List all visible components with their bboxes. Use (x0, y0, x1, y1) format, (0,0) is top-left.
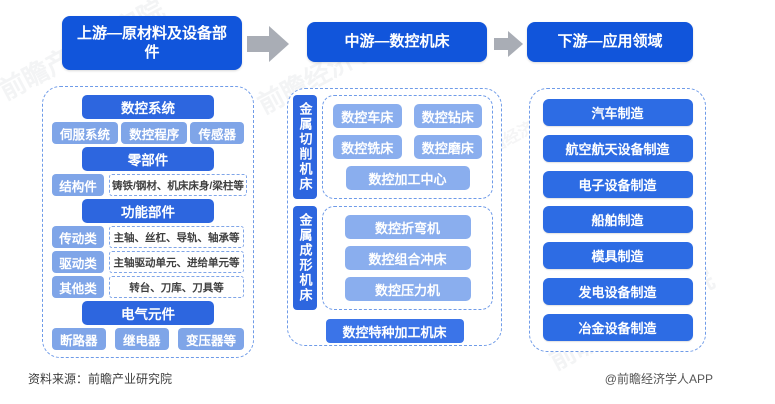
chip-cnc-grinder: 数控磨床 (413, 135, 482, 159)
functional-row: 其他类 转台、刀库、刀具等 (52, 276, 244, 298)
electrical-chips: 断路器 继电器 变压器等 (52, 328, 244, 350)
source-note: 资料来源：前瞻产业研究院 (28, 372, 173, 386)
metal-forming-group: 金属成形机床 数控折弯机 数控组合冲床 数控压力机 (293, 206, 493, 310)
chip-power-equipment: 发电设备制造 (542, 278, 693, 306)
arrow-right-icon (494, 31, 523, 57)
chip-cnc-lathe: 数控车床 (333, 104, 402, 128)
arrow-bar (247, 36, 269, 52)
row-label-structural: 结构件 (52, 174, 104, 196)
cnc-system-chips: 伺服系统 数控程序 传感器 (52, 122, 244, 144)
functional-row: 驱动类 主轴驱动单元、进给单元等 (52, 251, 244, 273)
metal-cutting-group: 金属切削机床 数控车床 数控钻床 数控铣床 数控磨床 数控加工中心 (293, 95, 493, 199)
arrow-tip (269, 26, 289, 62)
chip-auto-manufacturing: 汽车制造 (542, 99, 693, 126)
chip-cnc-press: 数控压力机 (344, 277, 471, 301)
downstream-panel: 汽车制造 航空航天设备制造 电子设备制造 船舶制造 模具制造 发电设备制造 冶金… (529, 88, 706, 352)
chip-sensor: 传感器 (190, 122, 244, 144)
vertical-label-metal-forming: 金属成形机床 (293, 206, 317, 310)
parts-row: 结构件 铸铁/钢材、机床床身/梁柱等 (52, 174, 247, 196)
upstream-header: 上游—原材料及设备部件 (62, 16, 242, 70)
row-desc-structural: 铸铁/钢材、机床床身/梁柱等 (109, 174, 247, 196)
row-desc-other: 转台、刀库、刀具等 (109, 276, 244, 298)
upstream-panel: 数控系统 伺服系统 数控程序 传感器 零部件 结构件 铸铁/钢材、机床床身/梁柱… (42, 86, 254, 358)
chip-circuit-breaker: 断路器 (52, 328, 106, 350)
chip-relay: 继电器 (114, 328, 169, 350)
arrow-tip (508, 31, 523, 57)
midstream-panel: 金属切削机床 数控车床 数控钻床 数控铣床 数控磨床 数控加工中心 金属成形机床… (287, 88, 502, 346)
chip-mold-manufacturing: 模具制造 (542, 242, 693, 270)
chip-machining-center: 数控加工中心 (345, 166, 470, 190)
metal-forming-box: 数控折弯机 数控组合冲床 数控压力机 (322, 206, 493, 310)
section-title-cnc-system: 数控系统 (82, 95, 214, 119)
chip-servo-system: 伺服系统 (52, 122, 119, 144)
credit-note: @前瞻经济学人APP (604, 372, 713, 386)
row-label-other: 其他类 (52, 276, 104, 298)
chip-cnc-mill: 数控铣床 (333, 135, 402, 159)
functional-row: 传动类 主轴、丝杠、导轨、轴承等 (52, 226, 244, 248)
section-title-electrical: 电气元件 (82, 301, 214, 325)
section-title-parts: 零部件 (82, 147, 214, 171)
downstream-header: 下游—应用领域 (527, 22, 693, 62)
row-desc-drive: 主轴驱动单元、进给单元等 (109, 251, 244, 273)
chip-cnc-program: 数控程序 (121, 122, 188, 144)
row-desc-transmission: 主轴、丝杠、导轨、轴承等 (109, 226, 244, 248)
chip-shipbuilding: 船舶制造 (542, 206, 693, 234)
chip-transformer: 变压器等 (177, 328, 244, 350)
metal-cutting-box: 数控车床 数控钻床 数控铣床 数控磨床 数控加工中心 (322, 95, 493, 199)
vertical-label-metal-cutting: 金属切削机床 (293, 95, 317, 199)
row-label-transmission: 传动类 (52, 226, 104, 248)
chip-electronics-equipment: 电子设备制造 (542, 170, 693, 198)
chip-cnc-punch: 数控组合冲床 (344, 246, 471, 270)
arrow-bar (494, 38, 508, 50)
special-machine-row: 数控特种加工机床 (296, 319, 493, 343)
chip-cnc-bending: 数控折弯机 (344, 215, 471, 239)
arrow-right-icon (247, 26, 289, 62)
chip-special-machine: 数控特种加工机床 (325, 319, 464, 343)
chip-aerospace-equipment: 航空航天设备制造 (542, 134, 693, 162)
midstream-header: 中游—数控机床 (307, 22, 487, 62)
chip-cnc-drill: 数控钻床 (413, 104, 482, 128)
chip-metallurgy-equipment: 冶金设备制造 (542, 313, 693, 341)
section-title-functional: 功能部件 (82, 199, 214, 223)
row-label-drive: 驱动类 (52, 251, 104, 273)
